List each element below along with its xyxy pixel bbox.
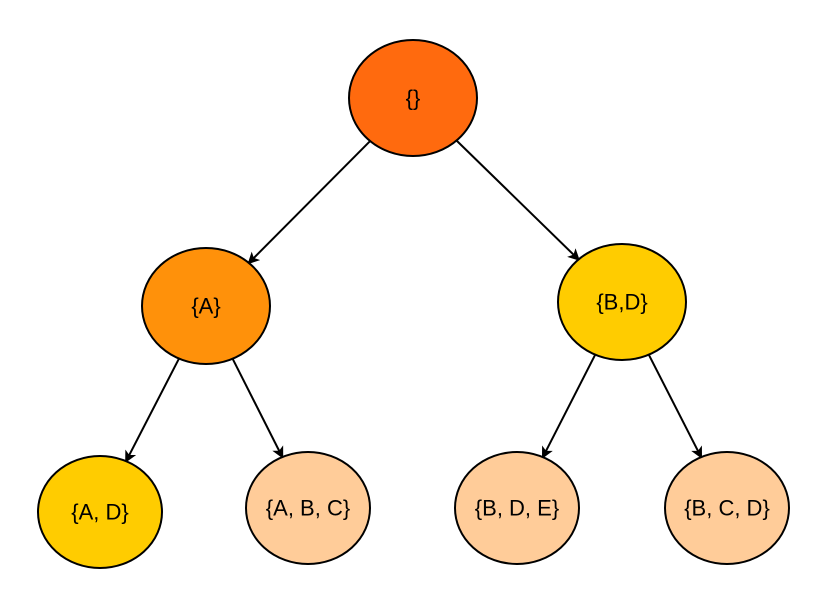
node-bde-label: {B, D, E}	[475, 496, 559, 521]
node-root-circle	[348, 39, 478, 157]
edge-bd-to-bcd	[647, 354, 703, 459]
node-ad-label: {A, D}	[71, 500, 128, 525]
node-a-circle	[141, 247, 271, 365]
node-abc-circle	[245, 451, 371, 565]
edges	[125, 139, 703, 463]
node-root-label: {}	[406, 86, 421, 111]
node-ad: {A, D}	[37, 455, 163, 569]
node-abc: {A, B, C}	[245, 451, 371, 565]
node-abc-label: {A, B, C}	[266, 496, 350, 521]
node-bde-circle	[454, 451, 580, 565]
node-ad-circle	[37, 455, 163, 569]
edge-root-to-bd	[455, 139, 580, 261]
nodes: {} {A} {B,D} {A, D} {A, B, C} {B, D, E} {B, C,…	[37, 39, 790, 569]
edge-a-to-abc	[231, 358, 284, 459]
node-bcd: {B, C, D}	[664, 451, 790, 565]
edge-a-to-ad	[125, 358, 180, 463]
node-bd-circle	[557, 243, 687, 361]
node-root: {}	[348, 39, 478, 157]
node-bcd-label: {B, C, D}	[684, 496, 770, 521]
node-bd-label: {B,D}	[596, 290, 647, 315]
node-bd: {B,D}	[557, 243, 687, 361]
node-bde: {B, D, E}	[454, 451, 580, 565]
edge-root-to-a	[247, 140, 371, 265]
edge-bd-to-bde	[541, 354, 597, 459]
node-a: {A}	[141, 247, 271, 365]
node-bcd-circle	[664, 451, 790, 565]
node-a-label: {A}	[191, 294, 220, 319]
